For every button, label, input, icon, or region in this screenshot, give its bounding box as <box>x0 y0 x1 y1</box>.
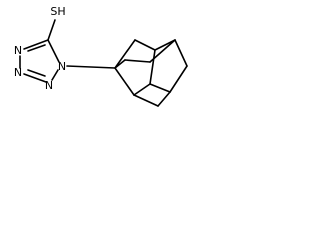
bond-ad-13 <box>124 59 151 63</box>
atom-label-n1: N <box>58 60 66 73</box>
atom-label-n4: N <box>14 44 22 57</box>
bond-ad-8 <box>133 83 151 96</box>
atom-label-thiol: SH <box>50 5 65 18</box>
atom-label-n3: N <box>14 66 22 79</box>
bond-n1-adamantyl <box>66 65 116 69</box>
bond-n3-n2-a <box>23 73 47 83</box>
bond-ad-7 <box>149 49 156 85</box>
bond-c5-n4-a <box>23 39 49 50</box>
bond-c5-n4-b <box>27 44 46 52</box>
bond-ad-2 <box>134 39 156 51</box>
bond-ad-3 <box>154 39 176 51</box>
background <box>0 0 193 118</box>
bond-ad-10 <box>133 94 159 107</box>
bond-ad-6 <box>149 83 171 93</box>
bond-ad-1 <box>114 39 136 69</box>
bond-ad-14 <box>149 39 176 63</box>
tetrazole-ring <box>19 39 60 83</box>
atom-label-n2: N <box>45 79 53 92</box>
bond-ad-5 <box>169 65 188 93</box>
bond-ad-4 <box>174 39 188 67</box>
bond-ad-9 <box>114 67 135 96</box>
bond-n2-n1 <box>51 69 59 81</box>
bond-n1-c5 <box>47 39 60 63</box>
adamantane-cage <box>114 39 188 107</box>
bond-n3-n2-b <box>27 69 46 77</box>
bond-c5-s <box>47 19 56 41</box>
structure-diagram: SH N N N N <box>0 0 193 118</box>
bond-ad-12 <box>114 59 126 69</box>
bond-ad-11 <box>157 91 171 107</box>
